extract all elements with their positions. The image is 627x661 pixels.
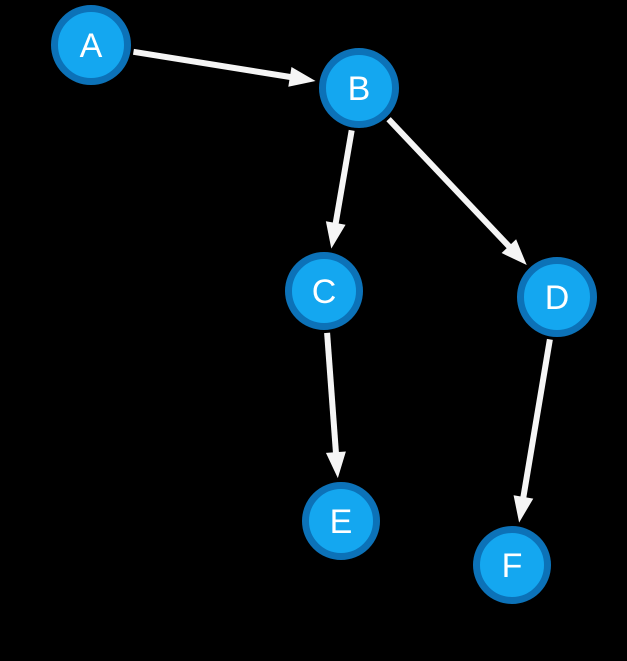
arrowhead-icon	[501, 239, 527, 266]
node-label: C	[312, 273, 337, 311]
graph-node-b[interactable]: B	[319, 48, 399, 128]
edge-line	[132, 48, 293, 81]
arrowhead-icon	[288, 67, 316, 87]
edge-d-to-f[interactable]	[513, 338, 553, 523]
edge-line	[324, 332, 340, 455]
graph-node-a[interactable]: A	[51, 5, 131, 85]
node-circle[interactable]	[473, 526, 551, 604]
edge-line	[520, 338, 553, 500]
edge-b-to-d[interactable]	[386, 117, 527, 266]
node-label: D	[545, 279, 570, 317]
node-circle[interactable]	[517, 257, 597, 337]
node-label: F	[502, 547, 523, 585]
node-label: B	[348, 70, 371, 108]
arrowhead-icon	[325, 451, 346, 479]
edge-a-to-b[interactable]	[132, 48, 316, 87]
arrowhead-icon	[325, 221, 346, 249]
nodes-layer: A B C D E F	[51, 5, 597, 604]
arrowhead-icon	[513, 495, 534, 523]
node-circle[interactable]	[285, 252, 363, 330]
node-label: A	[80, 27, 103, 65]
edge-b-to-c[interactable]	[325, 129, 355, 249]
node-circle[interactable]	[319, 48, 399, 128]
node-circle[interactable]	[302, 482, 380, 560]
node-label: E	[330, 503, 353, 541]
edge-line	[332, 129, 355, 226]
graph-node-c[interactable]: C	[285, 252, 363, 330]
edge-c-to-e[interactable]	[324, 332, 346, 479]
edge-line	[386, 117, 513, 250]
graph-node-e[interactable]: E	[302, 482, 380, 560]
graph-node-f[interactable]: F	[473, 526, 551, 604]
node-circle[interactable]	[51, 5, 131, 85]
edges-layer	[132, 48, 553, 523]
graph-node-d[interactable]: D	[517, 257, 597, 337]
